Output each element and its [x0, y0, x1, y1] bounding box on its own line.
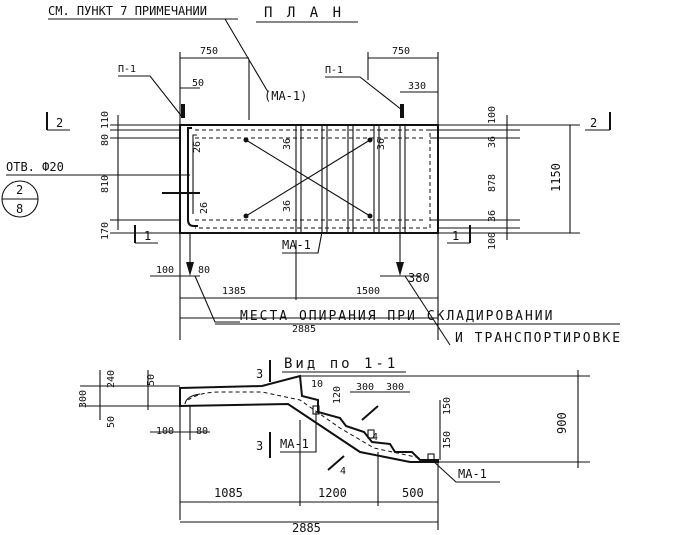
sec-dim-300b: 300	[386, 382, 404, 393]
sec-dim-2885: 2885	[292, 521, 321, 535]
dim-bottom-380: 380	[408, 271, 430, 285]
sec-dim-150a: 150	[442, 397, 453, 415]
sec-dim-80: 80	[196, 426, 208, 437]
mark-p1-right: П-1	[325, 65, 343, 76]
dim-bottom-2885: 2885	[292, 324, 316, 335]
dim-bottom-1500: 1500	[356, 286, 380, 297]
dim-right-100a: 100	[487, 106, 498, 124]
mark-p1-left: П-1	[118, 64, 136, 75]
plan-outline	[179, 124, 439, 234]
hole-circle-top: 2	[16, 183, 23, 197]
dim-inner-26b: 26	[199, 202, 210, 214]
note-reference: СМ. ПУНКТ 7 ПРИМЕЧАНИИ	[48, 4, 207, 18]
sec-dim-1085: 1085	[214, 486, 243, 500]
dim-inner-36c: 36	[376, 138, 387, 150]
section-1-left: 1	[144, 229, 151, 243]
section-mark-3-top: 3	[256, 367, 263, 381]
dim-right-36a: 36	[487, 136, 498, 148]
hole-circle-bottom: 8	[16, 202, 23, 216]
dim-top-750-right: 750	[392, 46, 410, 57]
dim-inner-36a: 36	[282, 138, 293, 150]
sec-dim-100: 100	[156, 426, 174, 437]
support-note-line1: МЕСТА ОПИРАНИЯ ПРИ СКЛАДИРОВАНИИ	[240, 309, 554, 324]
sec-dim-150b: 150	[442, 431, 453, 449]
sec-dim-50a: 50	[146, 374, 157, 386]
sec-ma1-left: МА-1	[280, 437, 309, 451]
sec-dim-50b: 50	[106, 416, 117, 428]
dim-left-110: 110	[100, 111, 111, 129]
dim-right-100b: 100	[487, 232, 498, 250]
sec-dim-900: 900	[555, 412, 569, 434]
dim-bottom-80: 80	[198, 265, 210, 276]
plan-title: П Л А Н	[264, 5, 344, 21]
dim-top-50: 50	[192, 78, 204, 89]
sec-dim-120: 120	[332, 386, 343, 404]
support-note-line2: И ТРАНСПОРТИРОВКЕ	[455, 331, 622, 346]
section-1-right: 1	[452, 229, 459, 243]
dim-left-810: 810	[100, 175, 111, 193]
dim-right-36b: 36	[487, 210, 498, 222]
sec-dim-240: 240	[106, 370, 117, 388]
hole-label: ОТВ. Ф20	[6, 160, 64, 174]
sec-dim-300a: 300	[356, 382, 374, 393]
sec-dim-1200: 1200	[318, 486, 347, 500]
dim-bottom-1385: 1385	[222, 286, 246, 297]
dim-bottom-100: 100	[156, 265, 174, 276]
dim-inner-26a: 26	[192, 141, 203, 153]
section-title: Вид по 1-1	[284, 356, 398, 372]
dim-right-878: 878	[487, 174, 498, 192]
dim-right-1150: 1150	[549, 163, 563, 192]
section-2-left: 2	[56, 116, 63, 130]
section-2-right: 2	[590, 116, 597, 130]
sec-dim-500: 500	[402, 486, 424, 500]
sec-dim-10: 10	[311, 379, 323, 390]
mark-ma1-top: (МА-1)	[264, 89, 307, 103]
dim-left-170: 170	[100, 222, 111, 240]
sec-dim-300: 300	[78, 390, 89, 408]
section-profile	[179, 374, 439, 463]
sec-ma1-right: МА-1	[458, 467, 487, 481]
sec-mark-4b: 4	[340, 466, 346, 477]
section-mark-3-bottom: 3	[256, 439, 263, 453]
dim-inner-36b: 36	[282, 200, 293, 212]
dim-left-80: 80	[100, 134, 111, 146]
sec-mark-4a: 4	[372, 432, 378, 443]
dim-top-330: 330	[408, 81, 426, 92]
dim-top-750-left: 750	[200, 46, 218, 57]
